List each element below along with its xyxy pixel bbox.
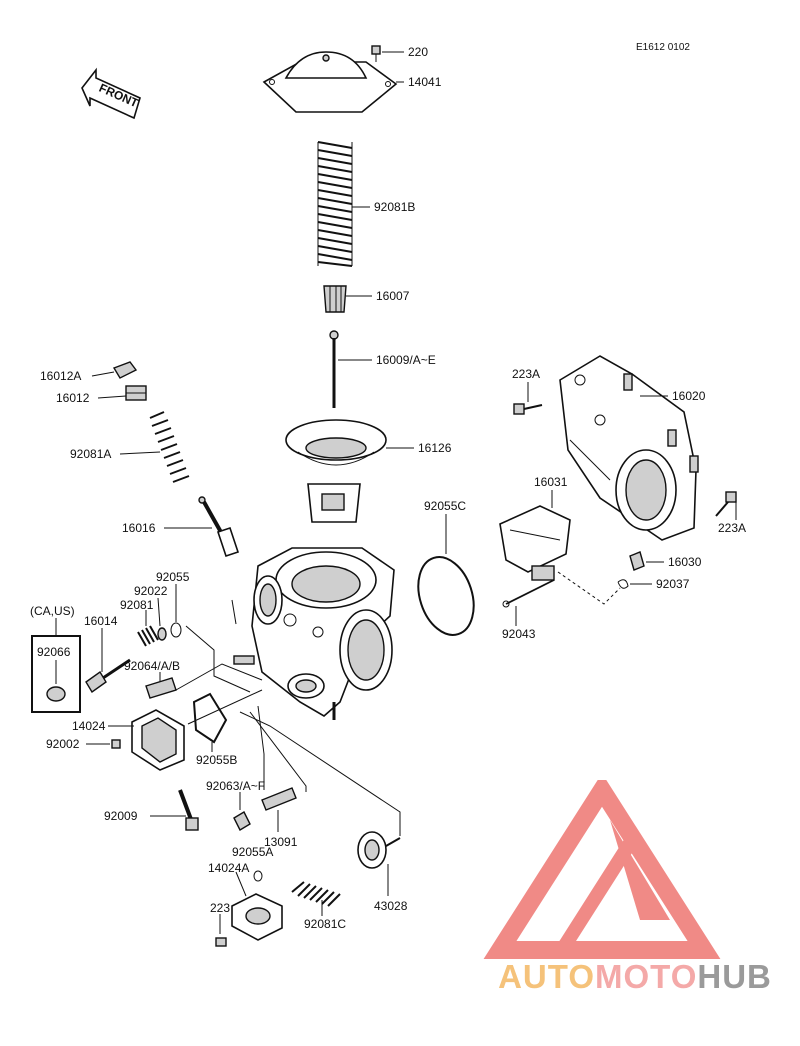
- watermark-auto: AUTO: [498, 958, 595, 995]
- label-16126: 16126: [418, 441, 452, 455]
- label-223a-top: 223A: [512, 367, 540, 381]
- float-16031: [499, 505, 571, 581]
- label-16007: 16007: [376, 289, 410, 303]
- label-92063: 92063/A~F: [206, 779, 265, 793]
- spring-92081: [137, 625, 159, 647]
- assembly-guide-lines: [175, 599, 401, 836]
- label-ca-us: (CA,US): [30, 604, 75, 618]
- spring-92081b: [317, 140, 353, 268]
- cover-14024: [131, 709, 185, 771]
- screw-223a-right: [715, 491, 737, 517]
- float-valve-16030: [629, 551, 645, 571]
- screw-223: [215, 937, 227, 947]
- spring-92081c: [291, 881, 341, 907]
- gasket-92055b: [192, 692, 228, 744]
- jet-92063: [233, 811, 251, 831]
- label-92037: 92037: [656, 577, 690, 591]
- label-92081b: 92081B: [374, 200, 415, 214]
- label-92081c: 92081C: [304, 917, 346, 931]
- label-92055c: 92055C: [424, 499, 466, 513]
- label-16014: 16014: [84, 614, 118, 628]
- label-92055b: 92055B: [196, 753, 237, 767]
- spring-92081a: [149, 411, 190, 483]
- label-14041: 14041: [408, 75, 442, 89]
- needle-jet-13091: [261, 787, 297, 811]
- plunger-16016: [198, 496, 240, 558]
- pin-92043: [502, 579, 555, 608]
- label-14024a: 14024A: [208, 861, 249, 875]
- float-chamber-16020: [559, 355, 699, 541]
- ref-code: E1612 0102: [636, 42, 690, 53]
- needle-holder-16007: [323, 285, 347, 313]
- label-16016: 16016: [122, 521, 156, 535]
- label-16012a: 16012A: [40, 369, 81, 383]
- label-92066: 92066: [37, 645, 71, 659]
- label-92002: 92002: [46, 737, 80, 751]
- screw-223a-top: [513, 403, 543, 415]
- watermark-hub: HUB: [697, 958, 772, 995]
- label-223a-right: 223A: [718, 521, 746, 535]
- label-92009: 92009: [104, 809, 138, 823]
- carburetor-body: [233, 547, 395, 720]
- label-16020: 16020: [672, 389, 706, 403]
- clip-92037: [617, 579, 629, 589]
- label-92022: 92022: [134, 584, 168, 598]
- carburetor-top-cover: [262, 51, 398, 113]
- washer-92022: [157, 627, 167, 641]
- automotohub-watermark: AUTOMOTOHUB: [470, 773, 800, 1020]
- pilot-screw-16014: [85, 658, 131, 694]
- label-16031: 16031: [534, 475, 568, 489]
- o-ring-92055: [170, 622, 182, 638]
- nut-16012: [125, 385, 147, 401]
- jet-needle-16009: [329, 330, 339, 408]
- cap-16012a: [112, 361, 138, 379]
- screw-220: [371, 45, 381, 62]
- label-220: 220: [408, 45, 428, 59]
- o-ring-92055c: [417, 556, 475, 636]
- plug-92066: [46, 686, 66, 702]
- label-13091: 13091: [264, 835, 298, 849]
- watermark-text: AUTOMOTOHUB: [470, 958, 800, 996]
- label-16012: 16012: [56, 391, 90, 405]
- label-223: 223: [210, 901, 230, 915]
- watermark-moto: MOTO: [595, 958, 698, 995]
- label-16009: 16009/A~E: [376, 353, 436, 367]
- jet-92009: [178, 789, 199, 831]
- label-92043: 92043: [502, 627, 536, 641]
- label-92055: 92055: [156, 570, 190, 584]
- label-16030: 16030: [668, 555, 702, 569]
- label-92081: 92081: [120, 598, 154, 612]
- label-92064: 92064/A/B: [124, 659, 180, 673]
- screw-92002: [111, 739, 121, 749]
- label-14024: 14024: [72, 719, 106, 733]
- label-43028: 43028: [374, 899, 408, 913]
- diaphragm-43028: [357, 831, 401, 869]
- o-ring-92055a: [253, 870, 263, 882]
- triangle-logo-icon: [483, 773, 721, 959]
- vacuum-diaphragm-16126: [285, 419, 387, 523]
- label-92081a: 92081A: [70, 447, 111, 461]
- label-92055a: 92055A: [232, 845, 273, 859]
- cover-14024a: [231, 893, 283, 941]
